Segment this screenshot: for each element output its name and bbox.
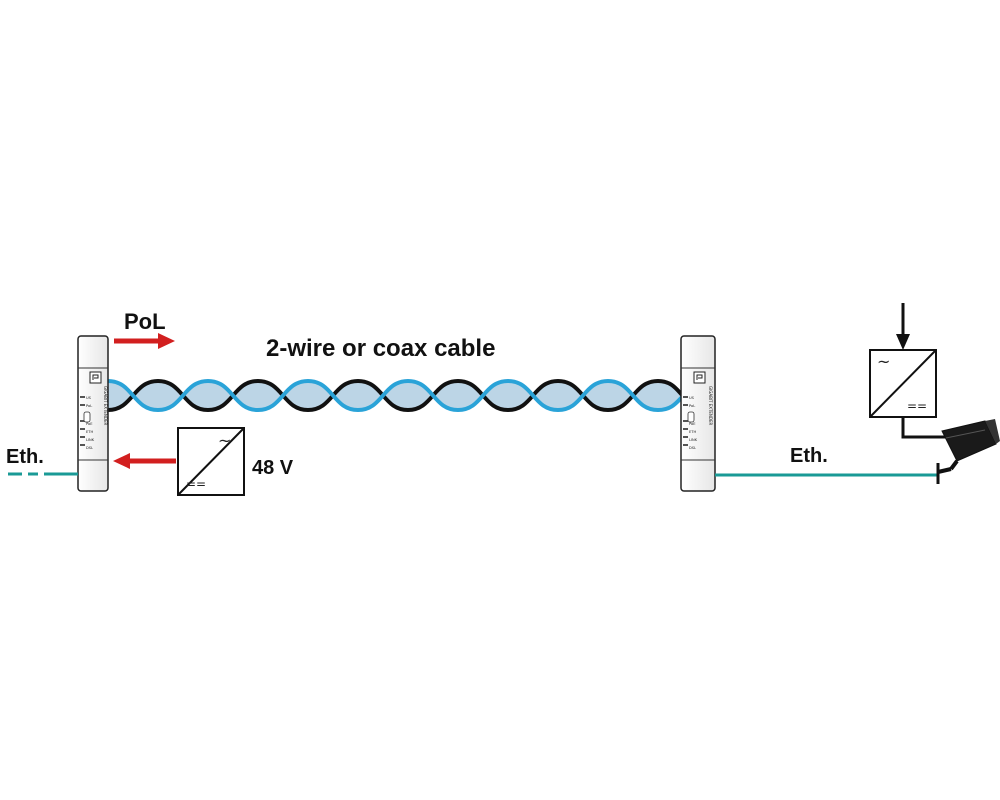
twisted-pair-cable [107,378,685,413]
dc-symbol: == [907,399,927,413]
input-arrow-icon [896,303,910,350]
phoenix-logo-icon [89,371,102,384]
eth-label-left: Eth. [6,446,44,468]
cctv-camera-icon [936,419,1000,484]
cable-wire-blue [107,378,685,413]
led-label: US [689,396,695,400]
ac-symbol: ~ [877,352,890,371]
led-indicators-left [80,396,91,446]
phoenix-logo-icon [693,371,706,384]
led-label: DSL [689,446,696,450]
led-label: PoL [689,404,695,408]
eth-label-right: Eth. [790,445,828,467]
cable-fill [108,381,683,410]
led-label: ETH [86,430,93,434]
cable-label: 2-wire or coax cable [266,335,495,362]
extender-device-right: GIGABIT EXTENDER US PoL PoE ETH LINK DSL [680,335,716,492]
led-labels-right: US PoL PoE ETH LINK DSL [689,396,698,450]
ac-symbol: ~ [218,431,231,450]
camera-power-supply-icon: ~ == [869,349,937,418]
led-indicators-right [683,396,695,446]
led-label: LINK [689,438,698,442]
power-feed-arrow-icon [113,453,176,469]
led-label: US [86,396,92,400]
led-labels-left: US PoL PoE ETH LINK DSL [86,396,95,450]
power-supply-icon: ~ == [177,427,245,496]
led-label: DSL [86,446,93,450]
device-name-right: GIGABIT EXTENDER [708,386,713,426]
led-label: PoE [689,422,696,426]
led-label: LINK [86,438,95,442]
cable-wire-black [107,378,685,413]
led-label: PoL [86,404,92,408]
device-name-left: GIGABIT EXTENDER [103,386,108,426]
led-label: PoE [86,422,93,426]
dc-symbol: == [186,477,206,491]
led-label: ETH [689,430,696,434]
camera-power-line [901,417,950,439]
voltage-label: 48 V [252,457,294,479]
pol-arrow-icon [114,333,175,349]
extender-device-left: GIGABIT EXTENDER US PoL PoE ETH LINK DSL [77,335,109,492]
pol-label: PoL [124,309,166,334]
